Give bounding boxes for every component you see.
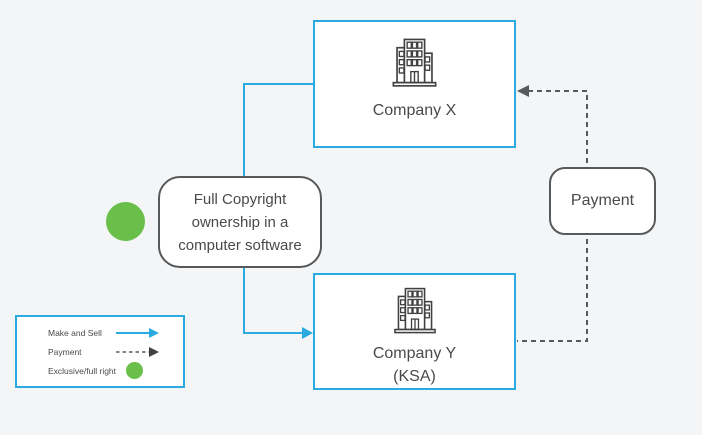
exclusive-right-dot-icon <box>106 202 145 241</box>
company-y-node: Company Y (KSA) <box>313 273 516 390</box>
arrowhead-into-company-y <box>302 327 313 339</box>
company-x-label: Company X <box>372 102 457 119</box>
company-y-label-line2: (KSA) <box>393 368 436 385</box>
legend-label: Payment <box>48 346 82 357</box>
legend-item-exclusive-right: Exclusive/full right <box>48 362 183 379</box>
copyright-note-node: Full Copyright ownership in a computer s… <box>158 176 322 268</box>
solid-arrow-icon <box>115 327 161 339</box>
legend: Make and Sell Payment Exclusive/full rig… <box>15 315 185 388</box>
payment-node: Payment <box>549 167 656 235</box>
legend-item-make-and-sell: Make and Sell <box>48 327 183 339</box>
building-icon <box>392 38 437 87</box>
arrowhead-into-company-x <box>517 85 529 97</box>
legend-item-payment: Payment <box>48 346 183 358</box>
payment-label: Payment <box>570 192 635 209</box>
company-y-label-line1: Company Y <box>372 345 457 362</box>
building-icon <box>393 287 436 334</box>
dashed-arrow-icon <box>115 346 161 358</box>
legend-label: Make and Sell <box>48 327 102 338</box>
green-dot-icon <box>115 362 161 379</box>
company-x-node: Company X <box>313 20 516 148</box>
copyright-note-text: Full Copyright ownership in a computer s… <box>178 190 302 254</box>
company-y-label: Company Y (KSA) <box>373 342 456 388</box>
legend-label: Exclusive/full right <box>48 365 117 376</box>
